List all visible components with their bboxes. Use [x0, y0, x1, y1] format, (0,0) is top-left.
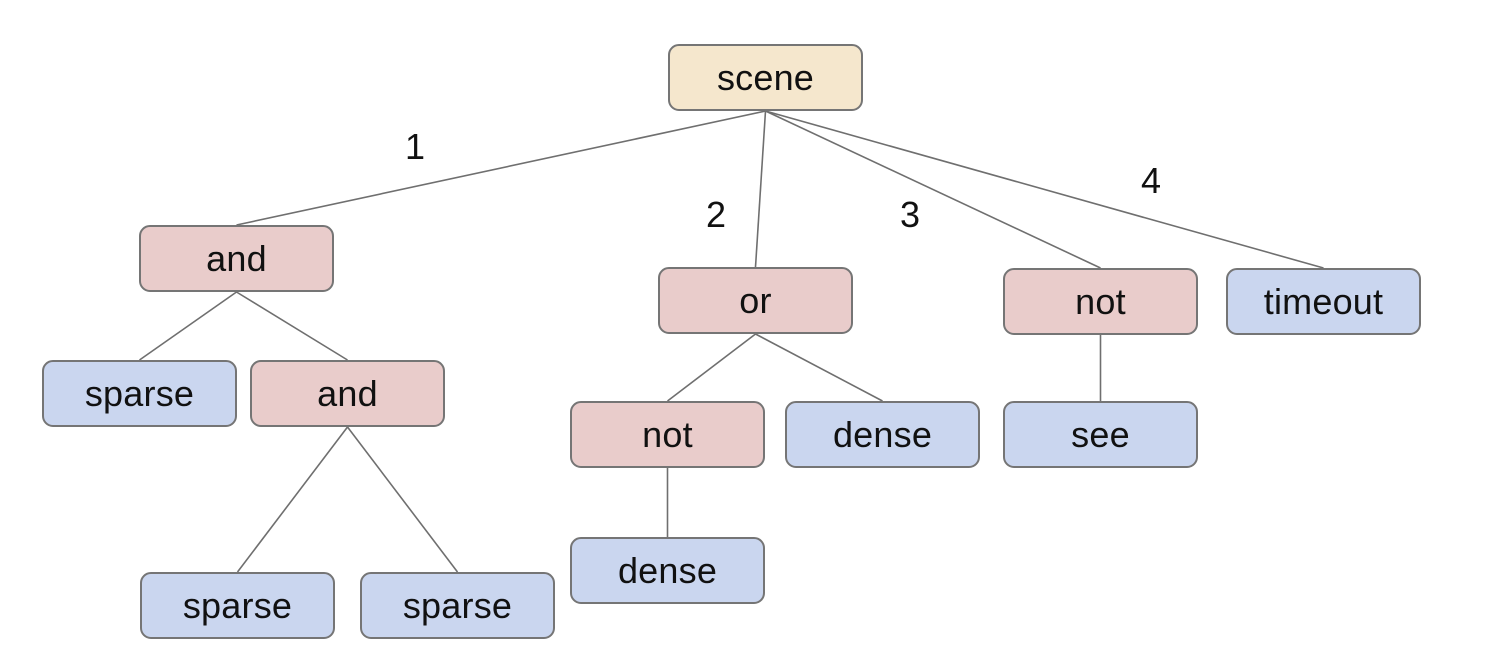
tree-edge-and-2-to-sparse-2: [236, 426, 349, 573]
tree-edge-and-1-to-and-2: [236, 291, 348, 361]
edge-label-4: 4: [1140, 160, 1162, 201]
tree-node-scene: scene: [668, 44, 863, 111]
tree-node-not-2: not: [1003, 268, 1198, 335]
tree-node-sparse-3: sparse: [360, 572, 555, 639]
tree-node-not-1: not: [570, 401, 765, 468]
edge-label-2: 2: [705, 194, 727, 235]
tree-edge-scene-to-not-2: [765, 110, 1101, 269]
tree-node-sparse-1: sparse: [42, 360, 237, 427]
tree-node-dense-2: dense: [570, 537, 765, 604]
tree-node-and-1: and: [139, 225, 334, 292]
tree-node-timeout: timeout: [1226, 268, 1421, 335]
tree-edge-and-2-to-sparse-3: [346, 426, 459, 573]
tree-edge-or-1-to-not-1: [667, 333, 756, 402]
tree-node-and-2: and: [250, 360, 445, 427]
tree-node-see: see: [1003, 401, 1198, 468]
tree-edge-and-1-to-sparse-1: [139, 291, 237, 361]
tree-edge-scene-to-and-1: [236, 110, 766, 226]
tree-edge-scene-to-timeout: [765, 110, 1324, 269]
tree-node-dense-1: dense: [785, 401, 980, 468]
edge-label-3: 3: [899, 194, 921, 235]
tree-node-or-1: or: [658, 267, 853, 334]
tree-edge-or-1-to-dense-1: [755, 333, 883, 402]
tree-node-sparse-2: sparse: [140, 572, 335, 639]
tree-edge-scene-to-or-1: [754, 110, 767, 268]
edge-label-1: 1: [404, 126, 426, 167]
